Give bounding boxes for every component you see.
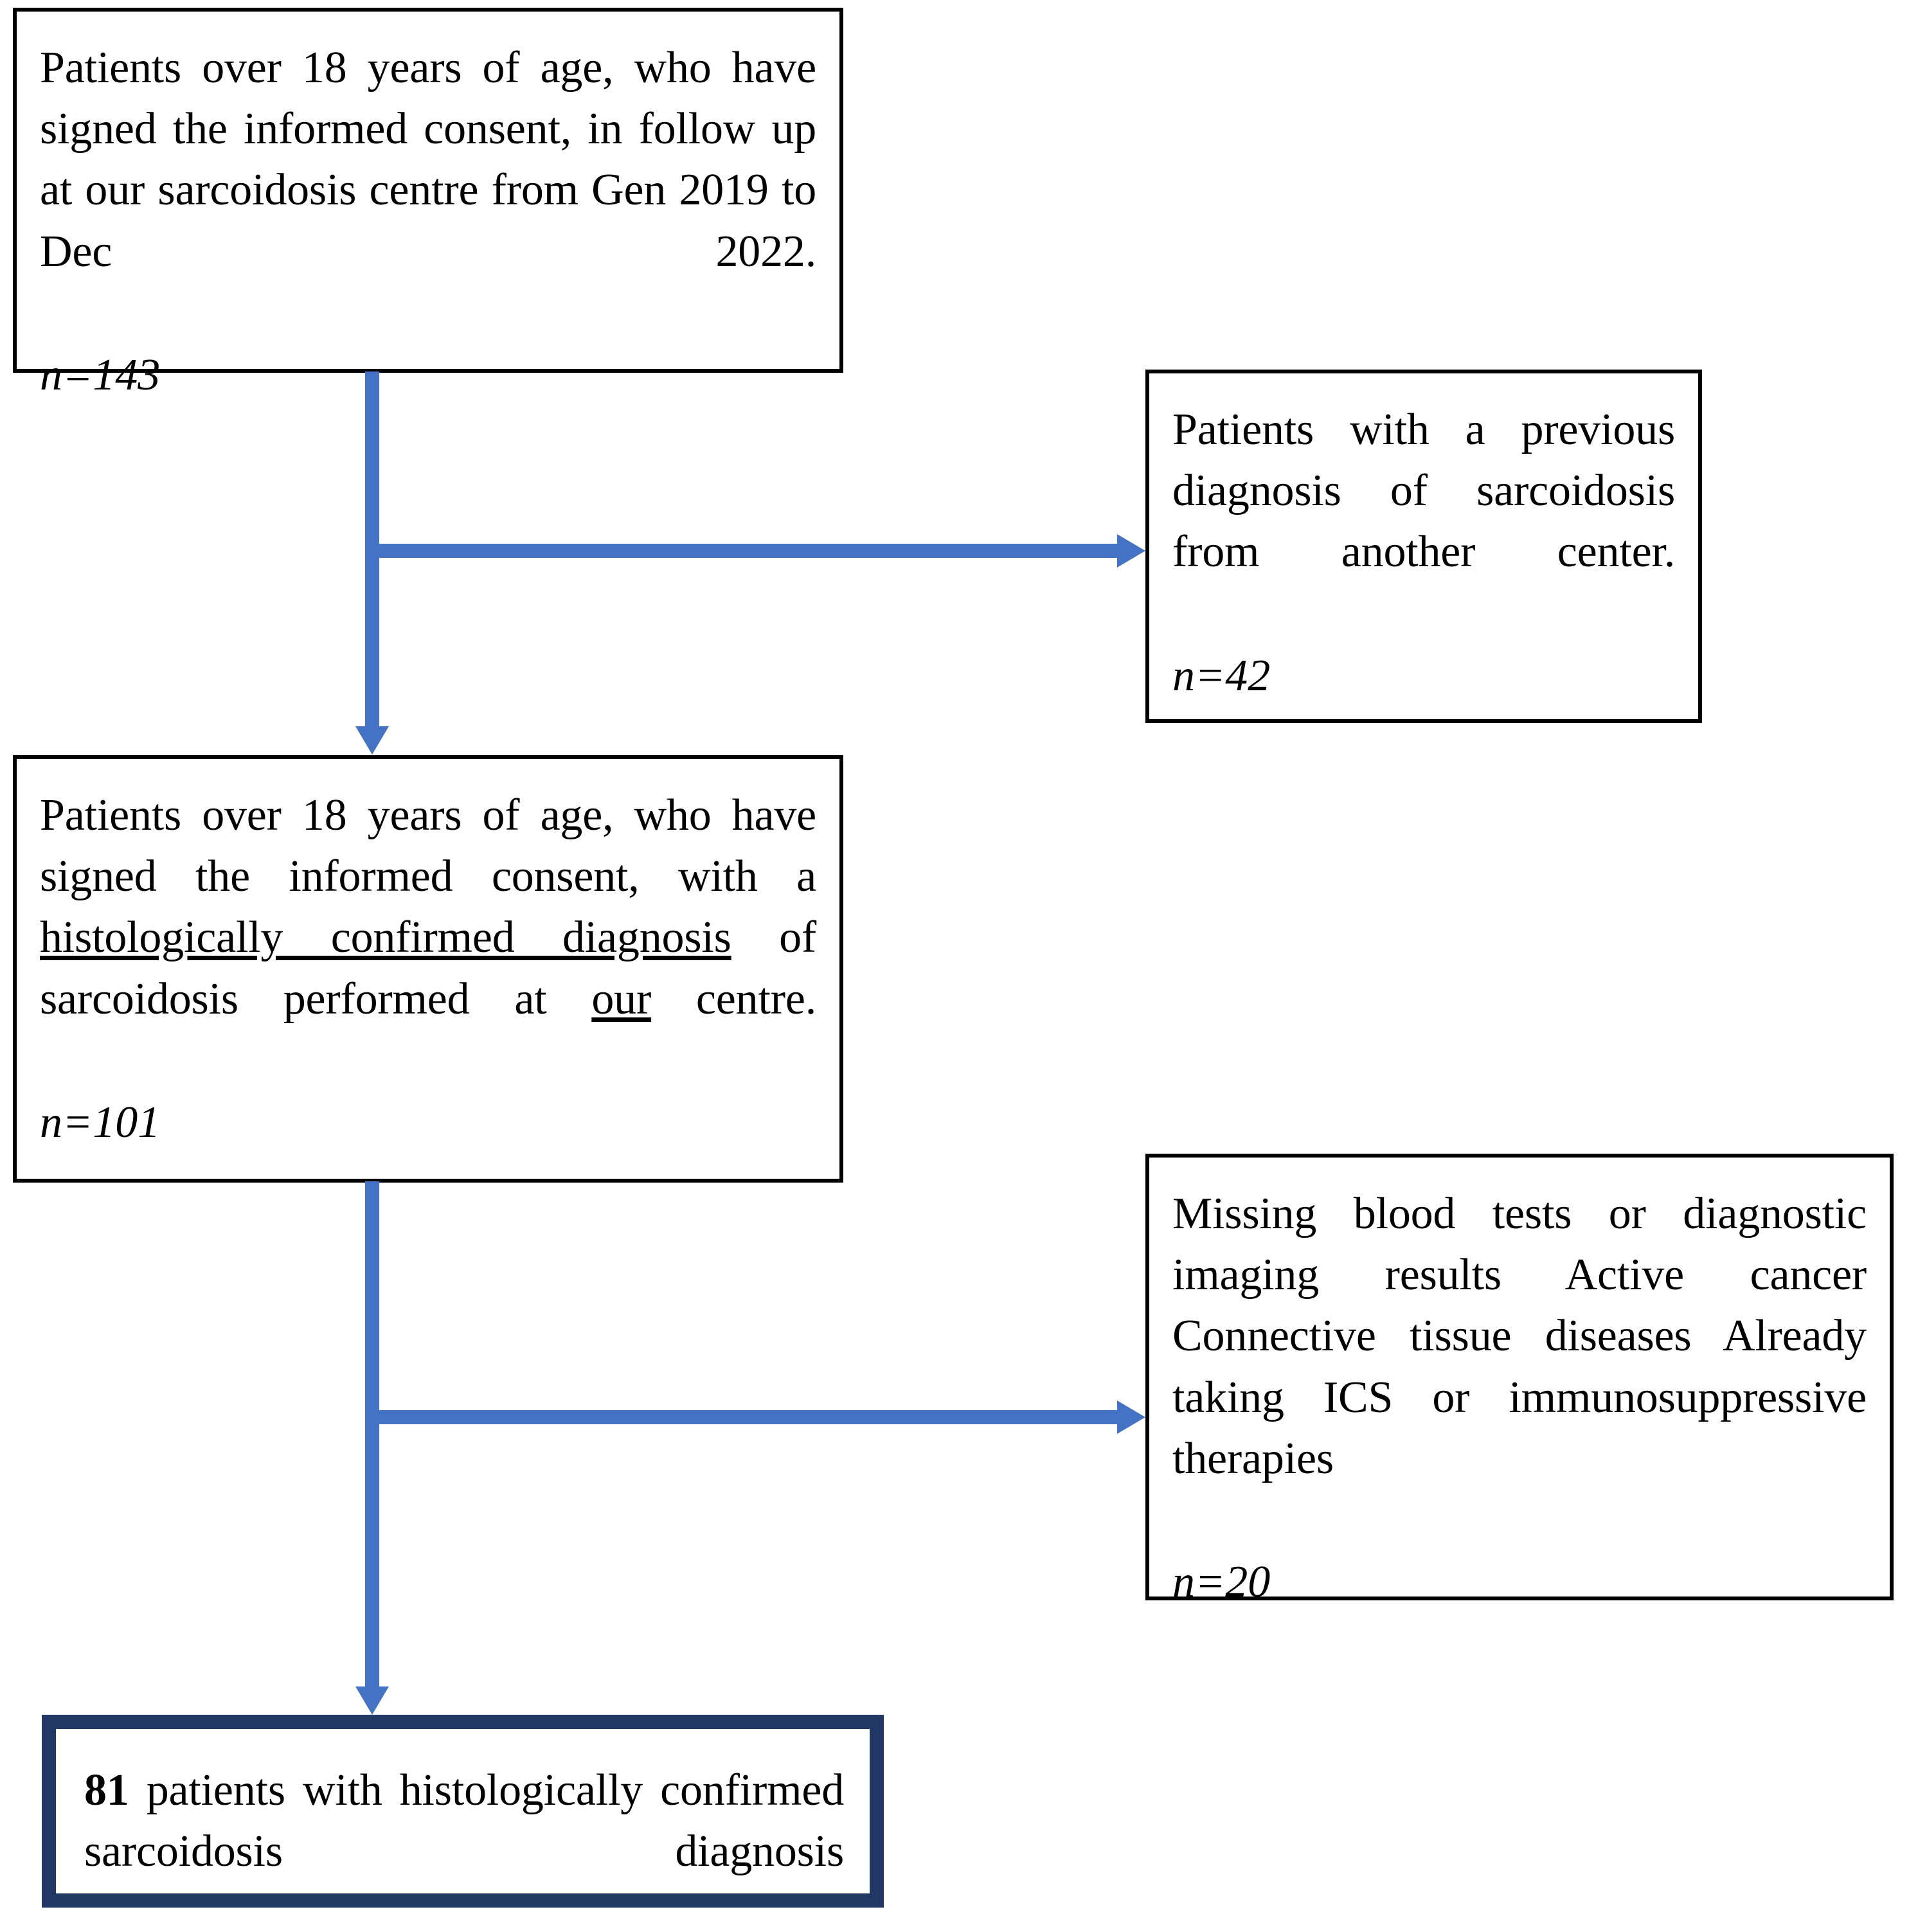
node-histologically-confirmed-text-part2: of sarcoidosis performed at — [40, 913, 817, 1024]
node-histologically-confirmed: Patients over 18 years of age, who have … — [13, 755, 843, 1183]
connector-enrolled-to-excluded-line — [379, 544, 1118, 558]
node-histologically-confirmed-text: Patients over 18 years of age, who have … — [40, 785, 816, 1091]
node-excluded-criteria-count: n=20 — [1172, 1557, 1271, 1607]
connector-enrolled-to-excluded-arrowhead — [1117, 534, 1145, 568]
node-excluded-previous-diagnosis: Patients with a previous diagnosis of sa… — [1145, 370, 1702, 723]
node-histologically-confirmed-text-part1: Patients over 18 years of age, who have … — [40, 791, 816, 902]
connector-confirmed-to-final-line — [365, 1181, 379, 1690]
node-histologically-confirmed-text-part3: centre. — [651, 974, 817, 1024]
node-final-cohort-count: 81 — [84, 1766, 129, 1815]
node-histologically-confirmed-underline1: histologically confirmed diagnosis — [40, 913, 731, 963]
connector-enrolled-to-confirmed-line — [365, 371, 379, 731]
connector-confirmed-to-criteria-line — [379, 1410, 1118, 1424]
node-enrolled-text: Patients over 18 years of age, who have … — [40, 43, 816, 276]
node-excluded-criteria-text: Missing blood tests or diagnostic imagin… — [1172, 1189, 1867, 1483]
node-histologically-confirmed-count: n=101 — [40, 1097, 161, 1147]
node-histologically-confirmed-underline2: our — [591, 974, 652, 1024]
node-excluded-previous-diagnosis-text: Patients with a previous diagnosis of sa… — [1172, 405, 1675, 577]
node-enrolled-patients: Patients over 18 years of age, who have … — [13, 8, 843, 400]
connector-enrolled-to-confirmed-arrowhead — [355, 726, 389, 755]
node-final-cohort-label: patients with histologically confirmed s… — [84, 1766, 844, 1877]
node-excluded-previous-diagnosis-count: n=42 — [1172, 650, 1271, 701]
node-enrolled-count: n=143 — [40, 350, 161, 400]
connector-confirmed-to-final-arrowhead — [355, 1686, 389, 1715]
connector-confirmed-to-criteria-arrowhead — [1117, 1400, 1145, 1434]
node-final-cohort-text: 81 patients with histologically confirme… — [84, 1760, 844, 1932]
node-excluded-criteria: Missing blood tests or diagnostic imagin… — [1145, 1154, 1894, 1607]
node-final-cohort: 81 patients with histologically confirme… — [42, 1715, 884, 1908]
